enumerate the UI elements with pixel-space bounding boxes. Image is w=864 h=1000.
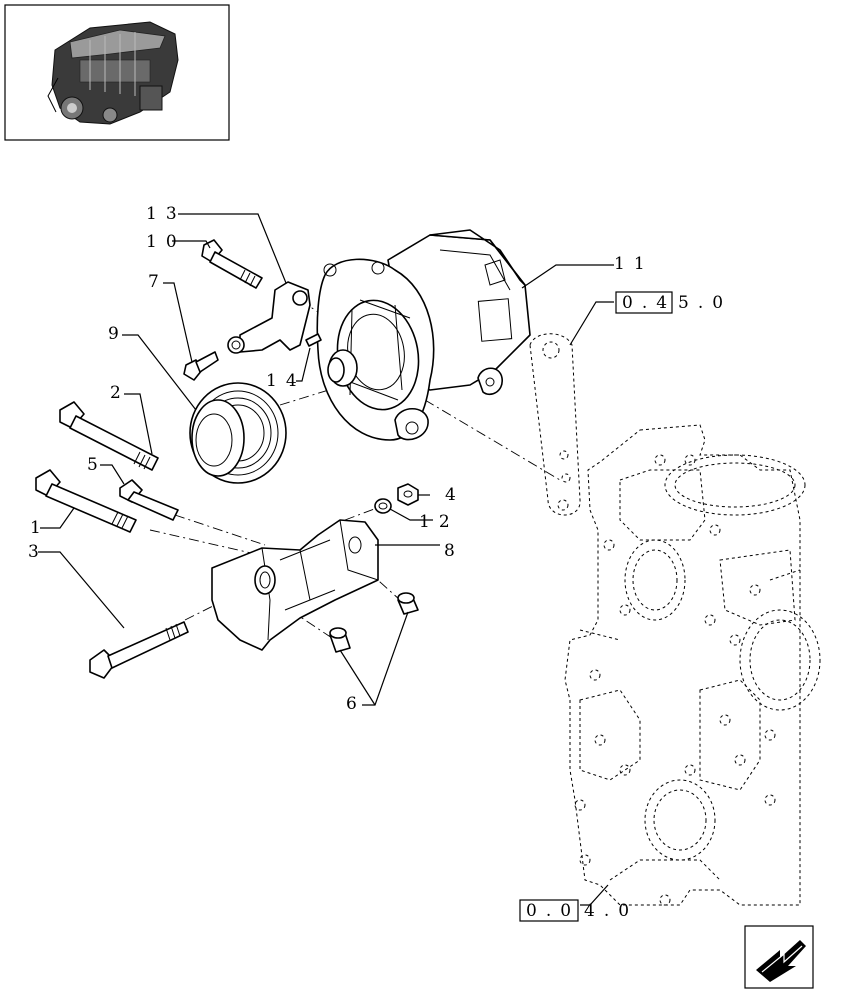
engine-block-outline	[564, 424, 821, 906]
alternator-link-arm-outline	[529, 333, 581, 516]
callout-2: 2	[110, 383, 130, 403]
callout-7: 7	[148, 272, 168, 292]
bushing-6a	[397, 592, 419, 615]
callout-10: 10	[146, 232, 186, 252]
callout-14: 14	[266, 371, 306, 391]
bolt-7	[183, 351, 219, 381]
reference-045: 0.4 5.0	[615, 291, 732, 314]
engine-thumbnail-icon	[4, 4, 230, 141]
callout-5: 5	[87, 455, 107, 475]
reference-004: 0.0 4.0	[519, 899, 638, 922]
lower-bracket	[211, 519, 379, 651]
reference-004-rest: 4.0	[584, 901, 638, 921]
upper-bracket	[227, 281, 311, 354]
callout-6: 6	[346, 694, 366, 714]
bolt-5	[119, 479, 179, 521]
callout-3: 3	[28, 542, 48, 562]
pin-14	[305, 333, 322, 347]
pulley	[189, 382, 287, 484]
callout-8: 8	[444, 541, 464, 561]
callout-4: 4	[445, 485, 465, 505]
alternator	[316, 229, 531, 441]
leader-lines	[38, 213, 614, 906]
reference-045-rest: 5.0	[678, 293, 732, 313]
callout-9: 9	[108, 324, 128, 344]
bolt-1	[35, 469, 137, 533]
washer-12	[374, 498, 392, 514]
bushing-6b	[329, 627, 351, 653]
callout-1: 1	[30, 518, 50, 538]
next-page-arrow-icon[interactable]	[744, 925, 814, 989]
callout-13: 13	[146, 204, 186, 224]
callout-11: 11	[614, 254, 654, 274]
callout-12: 12	[419, 512, 459, 532]
reference-045-boxed: 0.4	[622, 293, 676, 313]
bolt-10	[201, 239, 263, 289]
reference-004-boxed: 0.0	[526, 901, 580, 921]
bolt-3	[89, 621, 189, 679]
bolt-2	[59, 401, 159, 471]
callout-labels: 13 10 7 9 2 5 1 3 6 8 12 4 14 11	[28, 204, 654, 714]
nut-4	[397, 483, 419, 506]
